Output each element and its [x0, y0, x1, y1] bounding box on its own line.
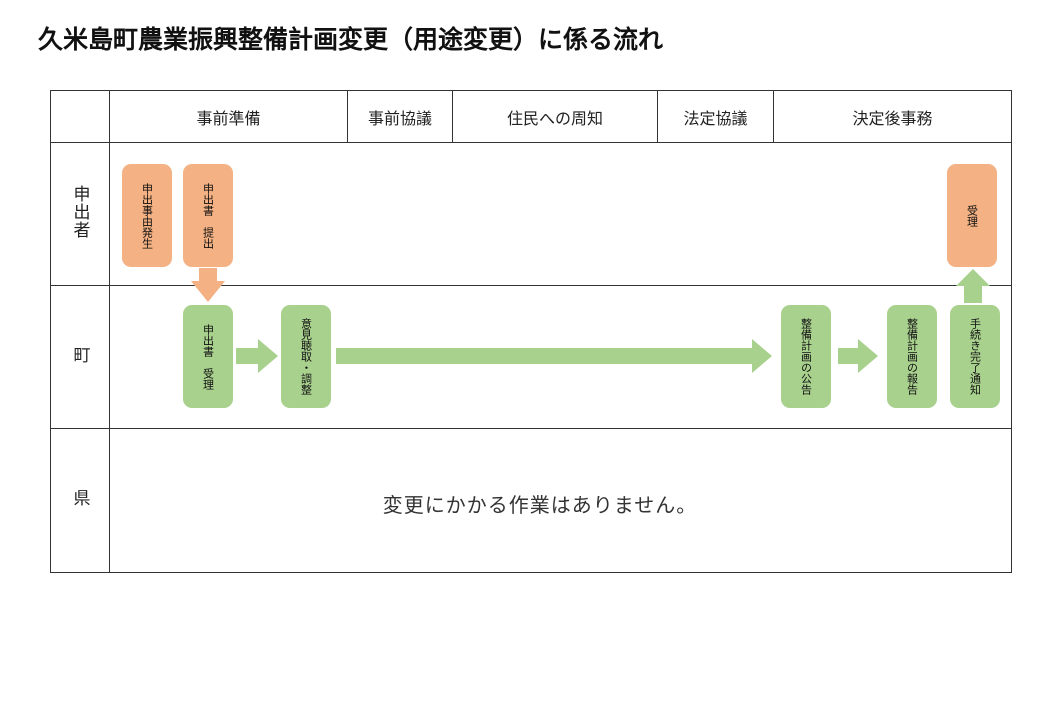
box-application-submit: 申出書 提出	[183, 164, 233, 267]
corner-cell	[50, 90, 110, 143]
prefecture-note: 変更にかかる作業はありません。	[382, 493, 698, 517]
arrow-right-icon-2	[838, 339, 878, 373]
row-prefecture: 県	[50, 428, 1012, 573]
row-applicant: 申出者	[50, 142, 1012, 286]
row-label-applicant: 申出者	[50, 142, 110, 286]
column-header-statutory-consultation: 法定協議	[657, 90, 774, 143]
box-plan-report: 整備計画の報告	[887, 305, 937, 408]
box-completion-notice: 手続き完了通知	[950, 305, 1000, 408]
box-application-receive: 申出書 受理	[183, 305, 233, 408]
column-header-preparation: 事前準備	[109, 90, 348, 143]
box-opinion-hearing: 意見聴取・調整	[281, 305, 331, 408]
lane-applicant	[109, 142, 1012, 286]
column-header-post-decision: 決定後事務	[773, 90, 1012, 143]
column-header-public-notice: 住民への周知	[452, 90, 658, 143]
header-row: 事前準備 事前協議 住民への周知 法定協議 決定後事務	[50, 90, 1012, 143]
box-receipt: 受理	[947, 164, 997, 267]
arrow-right-icon	[236, 339, 278, 373]
arrow-down-icon	[191, 268, 225, 302]
lane-prefecture	[109, 428, 1012, 573]
arrow-up-icon	[956, 269, 990, 303]
box-application-reason: 申出事由発生	[122, 164, 172, 267]
box-plan-announcement: 整備計画の公告	[781, 305, 831, 408]
page-title: 久米島町農業振興整備計画変更（用途変更）に係る流れ	[38, 25, 664, 54]
row-label-prefecture: 県	[50, 428, 110, 573]
row-label-town: 町	[50, 285, 110, 429]
column-header-pre-consultation: 事前協議	[347, 90, 453, 143]
arrow-right-long-icon	[336, 339, 772, 373]
